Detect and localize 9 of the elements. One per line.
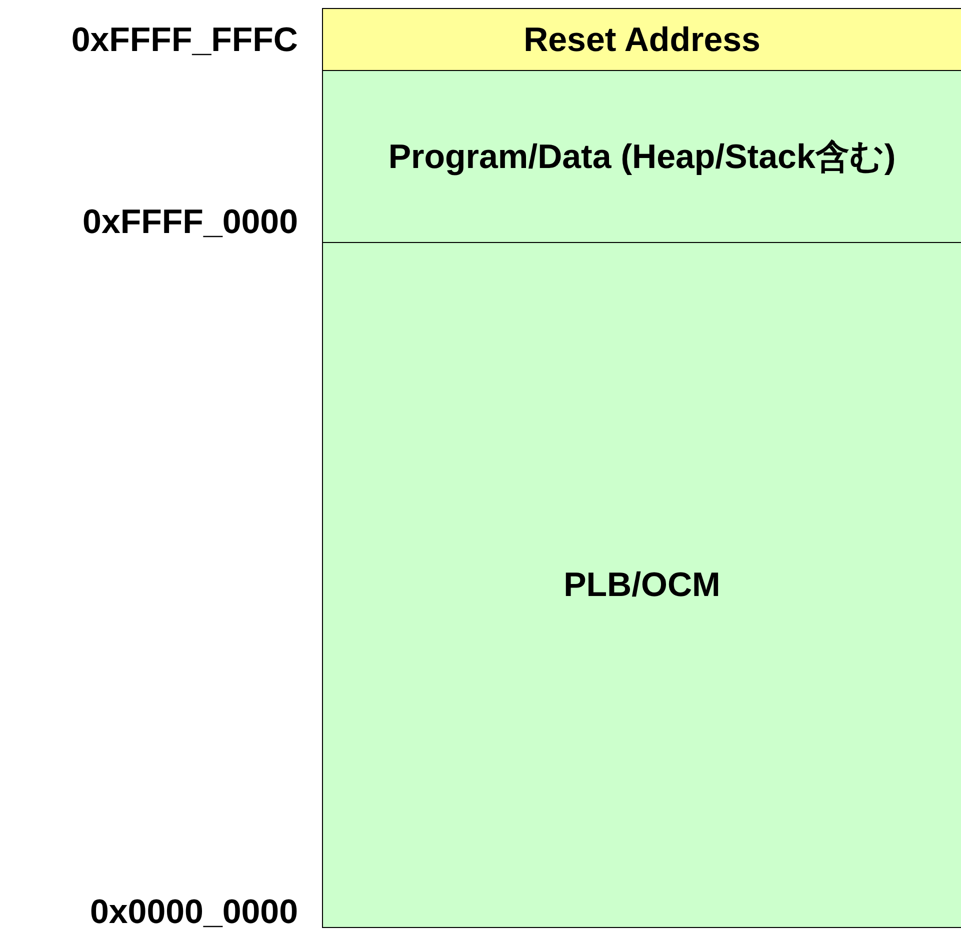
address-label: 0x0000_0000 xyxy=(88,892,298,932)
address-label: 0xFFFF_0000 xyxy=(82,202,298,242)
memory-region xyxy=(322,242,961,928)
region-label: PLB/OCM xyxy=(564,565,720,606)
region-label: Reset Address xyxy=(524,20,760,60)
memory-region xyxy=(322,8,961,71)
memory-region xyxy=(322,70,961,243)
region-label: Program/Data (Heap/Stack含む) xyxy=(388,136,896,178)
address-label: 0xFFFF_FFFC xyxy=(70,20,298,60)
